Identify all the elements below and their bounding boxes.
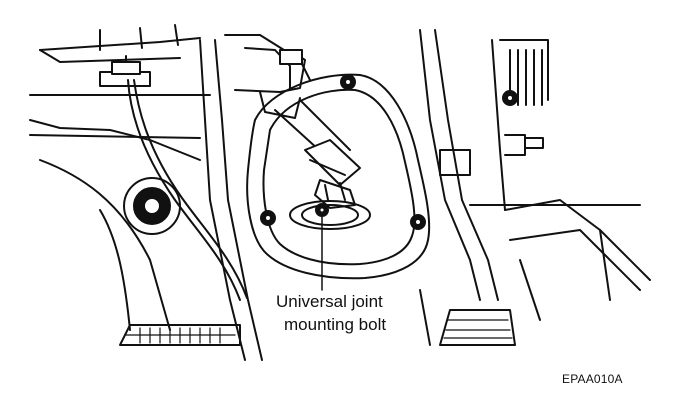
callout-label-line2: mounting bolt xyxy=(284,315,387,334)
left-pedal xyxy=(119,324,241,346)
right-pedal xyxy=(419,289,516,346)
dashboard-outline xyxy=(29,24,211,161)
left-mounting-bolt xyxy=(123,177,181,235)
callout-label-line1: Universal joint xyxy=(276,292,383,311)
universal-joint xyxy=(289,139,371,230)
right-panel xyxy=(419,29,651,321)
figure-code: EPAA010A xyxy=(562,372,623,386)
boot-plate xyxy=(246,73,431,280)
